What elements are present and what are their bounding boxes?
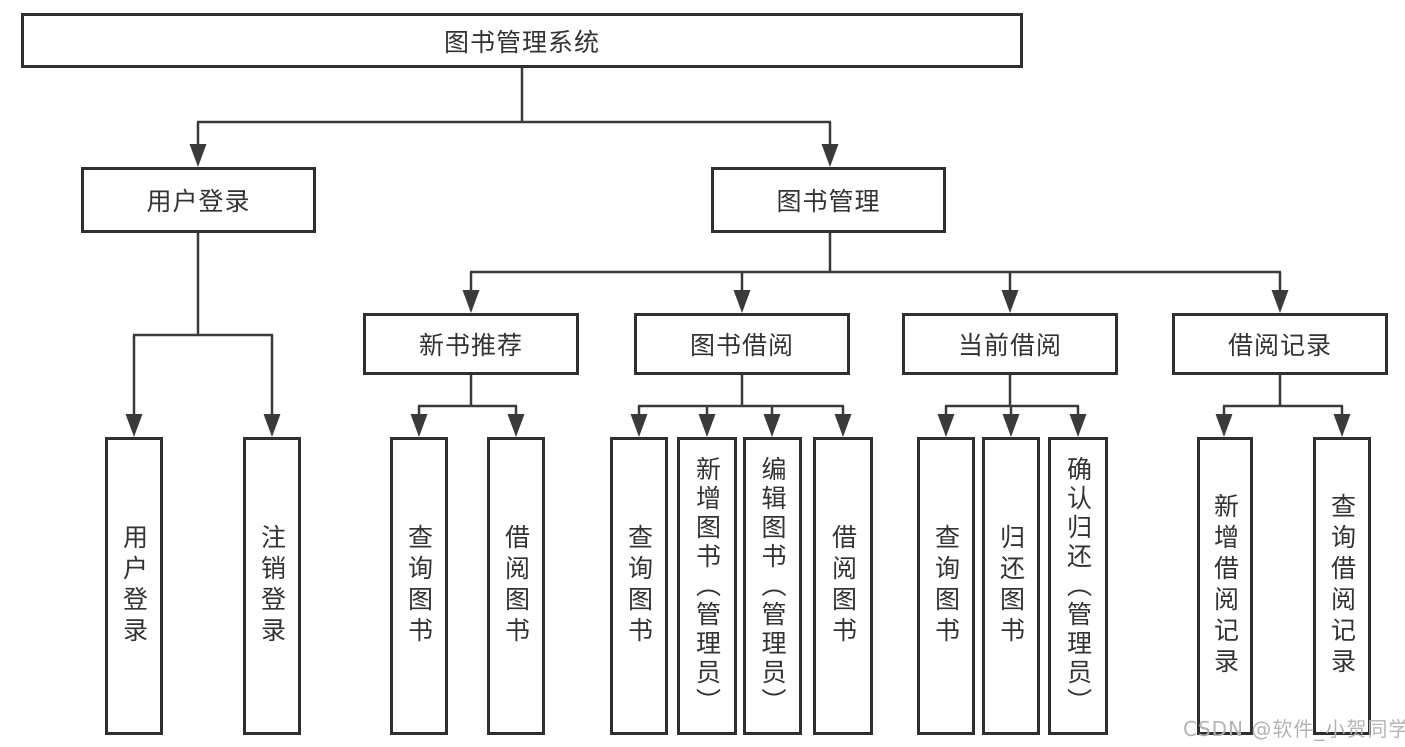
leaf-user-login: 用户登录 [105, 437, 163, 735]
leaf-label: 新增图书（管理员） [692, 455, 722, 717]
node-current-borrowing: 当前借阅 [902, 313, 1118, 375]
csdn-watermark: CSDN @软件_小贺同学 [1183, 717, 1405, 741]
leaf-label: 归还图书 [996, 524, 1026, 648]
node-new-book-recommend: 新书推荐 [363, 313, 579, 375]
leaf-label: 借阅图书 [828, 524, 858, 648]
leaf-query-books-borrow: 查询图书 [610, 437, 668, 735]
leaf-edit-books-admin: 编辑图书（管理员） [743, 437, 802, 735]
node-library-system: 图书管理系统 [21, 13, 1023, 68]
leaf-return-books: 归还图书 [982, 437, 1040, 735]
node-borrowing-records: 借阅记录 [1172, 313, 1388, 375]
leaf-label: 查询图书 [404, 524, 434, 648]
leaf-label: 查询图书 [624, 524, 654, 648]
leaf-borrow-books: 借阅图书 [813, 437, 873, 735]
leaf-logout: 注销登录 [243, 437, 301, 735]
leaf-confirm-return-admin: 确认归还（管理员） [1048, 437, 1108, 735]
leaf-label: 编辑图书（管理员） [758, 455, 787, 717]
leaf-label: 用户登录 [119, 524, 149, 648]
leaf-label: 查询借阅记录 [1327, 493, 1357, 679]
leaf-query-borrow-record: 查询借阅记录 [1313, 437, 1371, 735]
leaf-add-books-admin: 新增图书（管理员） [677, 437, 737, 735]
leaf-label: 查询图书 [931, 524, 961, 648]
leaf-label: 新增借阅记录 [1210, 493, 1240, 679]
leaf-borrow-books-recommend: 借阅图书 [487, 437, 545, 735]
leaf-add-borrow-record: 新增借阅记录 [1197, 437, 1253, 735]
node-user-login: 用户登录 [81, 167, 316, 233]
leaf-query-books-current: 查询图书 [917, 437, 975, 735]
leaf-label: 注销登录 [257, 524, 287, 648]
leaf-label: 确认归还（管理员） [1063, 455, 1093, 717]
node-book-management: 图书管理 [711, 167, 946, 233]
leaf-query-books-recommend: 查询图书 [390, 437, 448, 735]
leaf-label: 借阅图书 [501, 524, 531, 648]
node-book-borrowing: 图书借阅 [634, 313, 850, 375]
